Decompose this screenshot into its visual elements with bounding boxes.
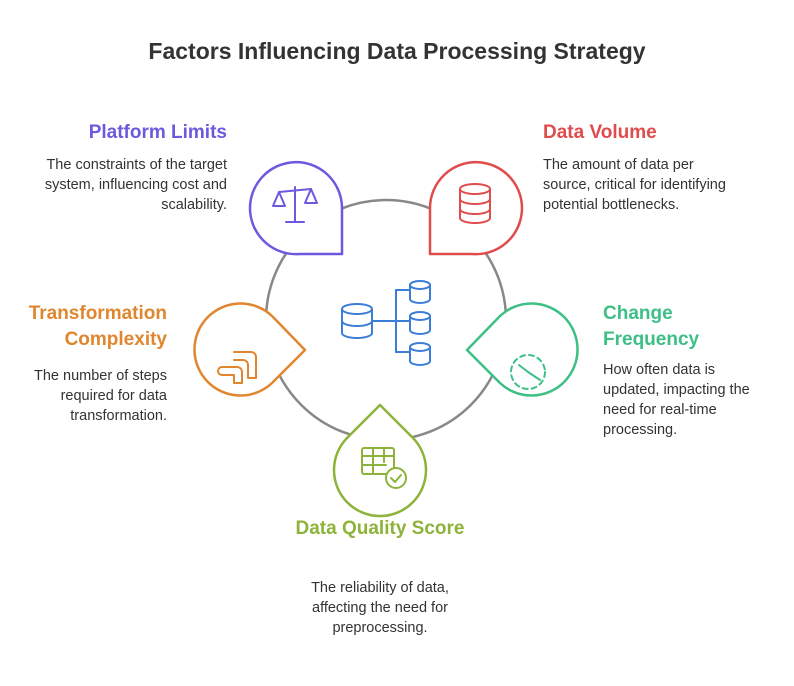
transformation-description: The number of steps required for data tr…	[34, 368, 167, 424]
change-frequency-title: Change Frequency	[603, 303, 700, 350]
change-frequency-description: How often data is updated, impacting the…	[603, 362, 750, 438]
table-check-icon	[361, 447, 407, 489]
platform-limits-title: Platform Limits	[88, 122, 227, 143]
clock-icon	[510, 354, 546, 390]
change-frequency-node	[465, 302, 579, 397]
data-volume-node	[428, 160, 524, 256]
transformation-node	[193, 302, 307, 397]
data-volume-title: Data Volume	[543, 122, 657, 143]
steps-icon	[217, 351, 257, 384]
page-title: Factors Influencing Data Processing Stra…	[148, 38, 646, 64]
scale-balance-icon	[272, 186, 318, 223]
data-quality-title: Data Quality Score	[295, 518, 465, 539]
data-quality-description: The reliability of data, affecting the n…	[311, 580, 449, 636]
database-hierarchy-icon	[341, 280, 431, 366]
database-icon	[459, 183, 491, 224]
platform-limits-node	[248, 160, 344, 256]
transformation-title: Transformation Complexity	[28, 303, 167, 350]
data-volume-description: The amount of data per source, critical …	[543, 157, 726, 213]
platform-limits-description: The constraints of the target system, in…	[44, 157, 227, 213]
data-quality-node	[332, 403, 428, 518]
